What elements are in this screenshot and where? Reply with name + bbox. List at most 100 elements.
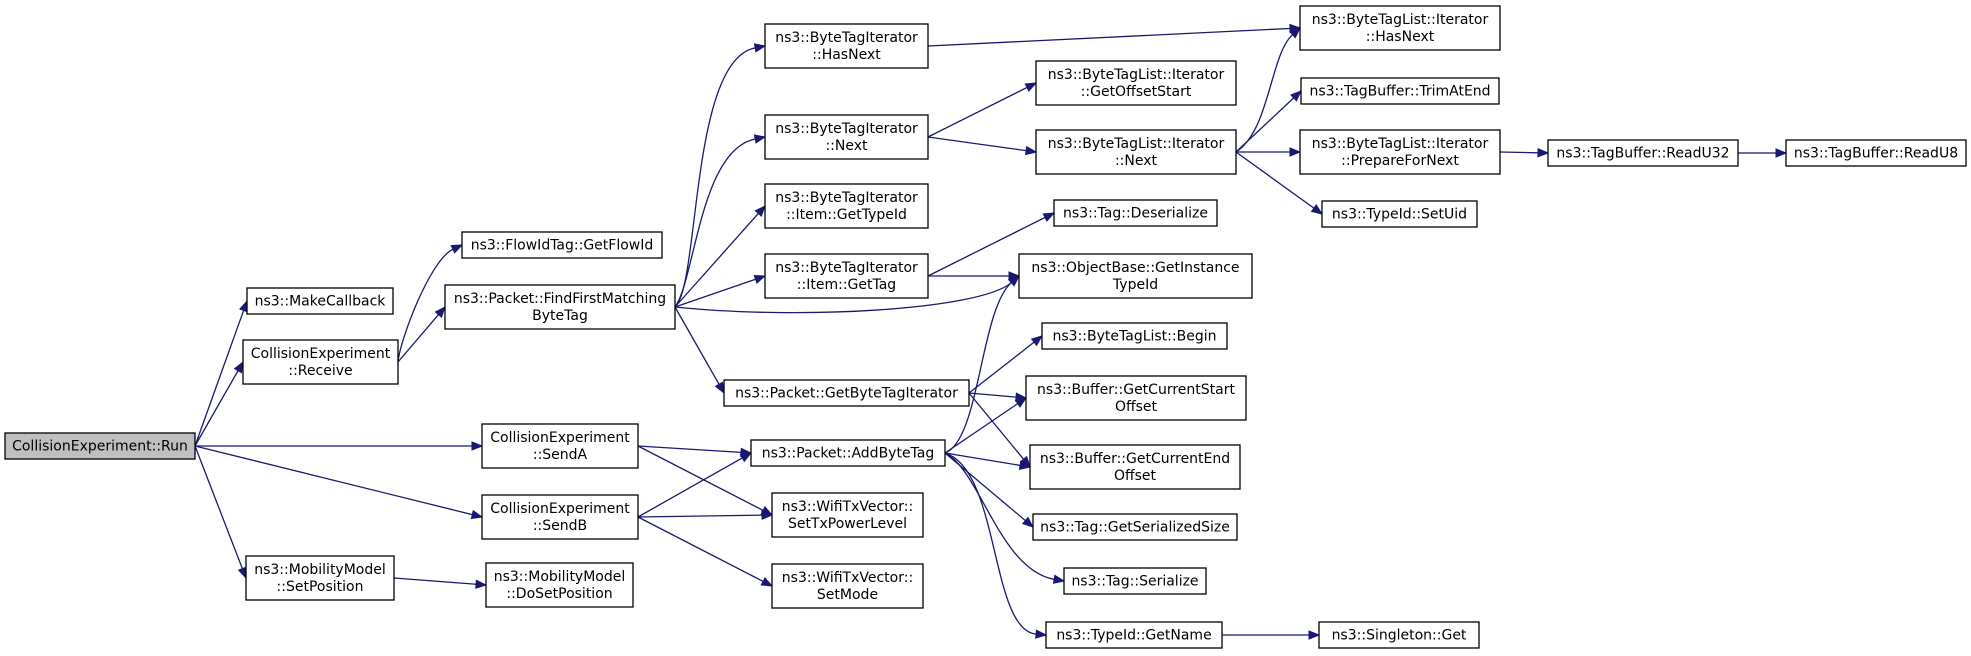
node-btli_prepare[interactable]: ns3::ByteTagList::Iterator::PrepareForNe… <box>1299 129 1501 175</box>
node-box <box>1299 5 1501 51</box>
node-label: ns3::TagBuffer::TrimAtEnd <box>1309 84 1490 100</box>
node-tag_size[interactable]: ns3::Tag::GetSerializedSize <box>1032 513 1238 541</box>
arrowhead <box>1289 27 1302 39</box>
node-box <box>1318 621 1480 649</box>
node-label: ns3::ByteTagList::Iterator <box>1048 136 1225 152</box>
node-box <box>764 253 929 299</box>
node-bti_gettypeid[interactable]: ns3::ByteTagIterator::Item::GetTypeId <box>764 183 929 229</box>
node-getbti[interactable]: ns3::Packet::GetByteTagIterator <box>723 379 970 407</box>
node-label: ::Next <box>825 138 868 154</box>
edge-line <box>393 577 477 585</box>
edge-line <box>637 445 742 454</box>
node-label: ns3::Tag::GetSerializedSize <box>1040 520 1230 536</box>
node-setmode[interactable]: ns3::WifiTxVector::SetMode <box>771 563 924 609</box>
node-dosetpos[interactable]: ns3::MobilityModel::DoSetPosition <box>485 562 634 608</box>
edge-line <box>968 392 1017 398</box>
edge-line <box>674 278 756 308</box>
arrowhead <box>1537 148 1550 158</box>
node-box <box>481 423 639 469</box>
node-tag_deser[interactable]: ns3::Tag::Deserialize <box>1053 199 1218 227</box>
arrowhead <box>1021 516 1035 528</box>
node-label: ::Next <box>1115 153 1158 169</box>
node-run[interactable]: CollisionExperiment::Run <box>4 432 196 460</box>
node-box <box>1547 139 1739 167</box>
node-bti_gettag[interactable]: ns3::ByteTagIterator::Item::GetTag <box>764 253 929 299</box>
node-btli_hasnext[interactable]: ns3::ByteTagList::Iterator::HasNext <box>1299 5 1501 51</box>
arrowhead <box>1035 629 1048 639</box>
edge-tb_readu32-to-tb_readu8 <box>1738 148 1788 158</box>
edge-addbytetag-to-getinstance <box>944 275 1021 454</box>
node-label: ns3::Singleton::Get <box>1332 628 1467 644</box>
arrowhead <box>1775 148 1788 158</box>
node-box <box>1032 513 1238 541</box>
edge-line <box>944 403 1019 454</box>
node-label: ns3::ByteTagList::Iterator <box>1312 136 1489 152</box>
edge-run-to-sendb <box>194 445 484 520</box>
node-typeid_getname[interactable]: ns3::TypeId::GetName <box>1045 621 1223 649</box>
node-label: ::SendA <box>533 447 588 463</box>
node-label: ns3::ByteTagIterator <box>775 190 918 206</box>
node-box <box>1053 199 1218 227</box>
node-btli_next[interactable]: ns3::ByteTagList::Iterator::Next <box>1035 129 1237 175</box>
node-tb_readu32[interactable]: ns3::TagBuffer::ReadU32 <box>1547 139 1739 167</box>
arrowhead <box>1007 275 1021 287</box>
node-sendb[interactable]: CollisionExperiment::SendB <box>481 494 639 540</box>
node-label: ns3::TypeId::SetUid <box>1332 207 1467 223</box>
arrowhead <box>475 579 488 589</box>
edge-bti_next-to-btli_next <box>927 136 1038 156</box>
node-singleton[interactable]: ns3::Singleton::Get <box>1318 621 1480 649</box>
node-addbytetag[interactable]: ns3::Packet::AddByteTag <box>750 439 946 467</box>
node-bti_hasnext[interactable]: ns3::ByteTagIterator::HasNext <box>764 23 929 69</box>
arrowhead <box>1018 460 1032 470</box>
node-makecb[interactable]: ns3::MakeCallback <box>246 287 394 315</box>
edge-line <box>397 248 454 363</box>
node-setpos[interactable]: ns3::MobilityModel::SetPosition <box>245 555 395 601</box>
edge-sendb-to-setmode <box>637 516 774 587</box>
edge-line <box>194 445 473 516</box>
edge-run-to-makecb <box>194 299 248 447</box>
arrowhead <box>739 452 753 463</box>
edge-line <box>637 445 764 511</box>
node-label: ::SendB <box>533 518 587 534</box>
node-label: CollisionExperiment::Run <box>12 439 188 455</box>
node-senda[interactable]: CollisionExperiment::SendA <box>481 423 639 469</box>
edge-addbytetag-to-buf_end <box>944 452 1032 470</box>
edge-line <box>968 341 1035 394</box>
node-settxpower[interactable]: ns3::WifiTxVector::SetTxPowerLevel <box>771 492 924 538</box>
node-receive[interactable]: CollisionExperiment::Receive <box>242 339 399 385</box>
node-label: ns3::Tag::Deserialize <box>1063 206 1208 222</box>
node-typeid_setuid[interactable]: ns3::TypeId::SetUid <box>1321 200 1478 228</box>
node-box <box>1041 322 1228 350</box>
arrowhead <box>1289 147 1302 157</box>
node-btl_begin[interactable]: ns3::ByteTagList::Begin <box>1041 322 1228 350</box>
node-box <box>485 562 634 608</box>
node-label: CollisionExperiment <box>251 346 391 362</box>
arrowhead <box>1042 212 1056 222</box>
node-tb_trim[interactable]: ns3::TagBuffer::TrimAtEnd <box>1300 77 1500 105</box>
edge-line <box>944 452 1055 580</box>
node-label: ns3::WifiTxVector:: <box>782 570 913 586</box>
arrowhead <box>434 305 446 319</box>
edge-btli_next-to-tb_trim <box>1235 90 1302 153</box>
node-box <box>764 23 929 69</box>
node-label: ns3::FlowIdTag::GetFlowId <box>471 238 654 254</box>
node-bti_next[interactable]: ns3::ByteTagIterator::Next <box>764 114 929 160</box>
node-btli_getoffset[interactable]: ns3::ByteTagList::Iterator::GetOffsetSta… <box>1035 60 1237 106</box>
node-box <box>771 563 924 609</box>
edge-line <box>674 138 756 308</box>
arrowhead <box>753 43 767 53</box>
node-box <box>4 432 196 460</box>
edge-addbytetag-to-tag_ser <box>944 452 1066 584</box>
node-box <box>1045 621 1223 649</box>
node-flowid[interactable]: ns3::FlowIdTag::GetFlowId <box>461 231 663 259</box>
node-tag_ser[interactable]: ns3::Tag::Serialize <box>1063 567 1207 595</box>
edge-line <box>1235 151 1315 209</box>
node-tb_readu8[interactable]: ns3::TagBuffer::ReadU8 <box>1785 139 1967 167</box>
edge-bti_hasnext-to-btli_hasnext <box>927 23 1302 47</box>
edge-line <box>944 452 1021 467</box>
edge-receive-to-findfirst <box>397 305 446 363</box>
